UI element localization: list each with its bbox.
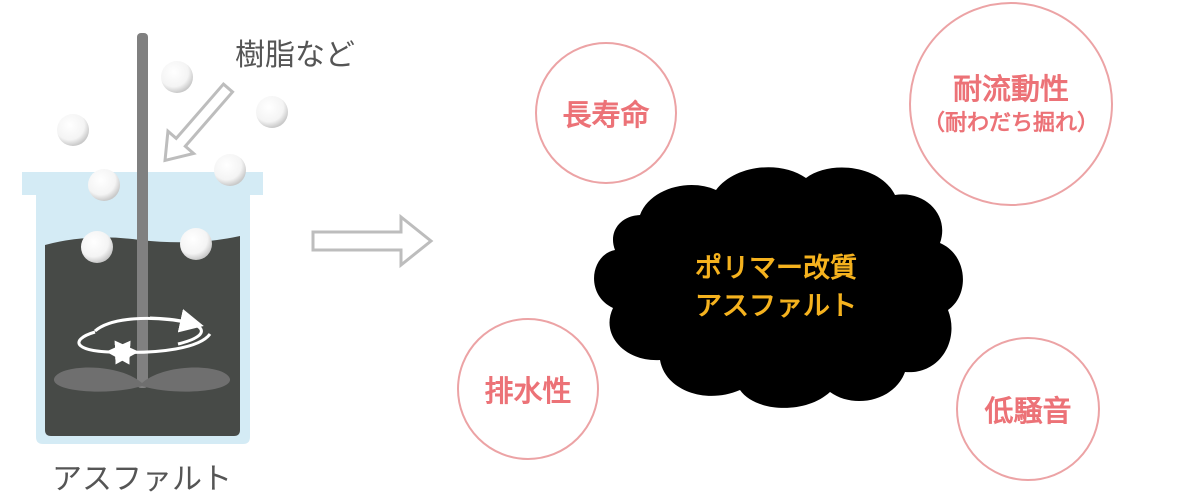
result-label: ポリマー改質 アスファルト [695, 250, 857, 326]
additive-label: 樹脂など [235, 38, 355, 73]
process-arrow-icon [311, 213, 434, 269]
resin-pellet [180, 228, 212, 260]
property-label-text: 耐流動性 [952, 72, 1070, 106]
beaker-caption: アスファルト [52, 462, 232, 497]
result-label-line2: アスファルト [695, 291, 857, 322]
add-arrow-icon [163, 81, 235, 163]
property-label-text: 排水性 [484, 374, 572, 408]
property-label-long-life: 長寿命 [562, 92, 649, 134]
result-label-line1: ポリマー改質 [695, 253, 857, 284]
property-circle-flow-resistance [909, 2, 1113, 206]
rotation-arrows-icon [77, 309, 212, 365]
property-label-flow-resistance: 耐流動性 （耐わだち掘れ） [923, 69, 1099, 139]
resin-pellet [88, 169, 120, 201]
property-circles [457, 2, 1113, 481]
resin-pellet [57, 114, 89, 146]
property-label-text: 長寿命 [562, 98, 650, 132]
stirrer-blade [53, 367, 231, 392]
result-cloud [594, 167, 963, 408]
resin-pellet [256, 96, 288, 128]
property-sublabel-text: （耐わだち掘れ） [922, 111, 1100, 136]
property-circle-low-noise [956, 337, 1100, 481]
resin-pellet [214, 154, 246, 186]
property-circle-drainage [457, 318, 599, 460]
resin-pellet [161, 61, 193, 93]
property-label-low-noise: 低騒音 [984, 388, 1071, 430]
resin-pellet [81, 231, 113, 263]
property-circle-long-life [535, 42, 677, 184]
property-label-text: 低騒音 [984, 394, 1072, 428]
resin-pellets [57, 61, 288, 263]
stirrer-shaft [137, 33, 148, 388]
property-label-drainage: 排水性 [484, 368, 571, 410]
beaker [22, 33, 288, 444]
